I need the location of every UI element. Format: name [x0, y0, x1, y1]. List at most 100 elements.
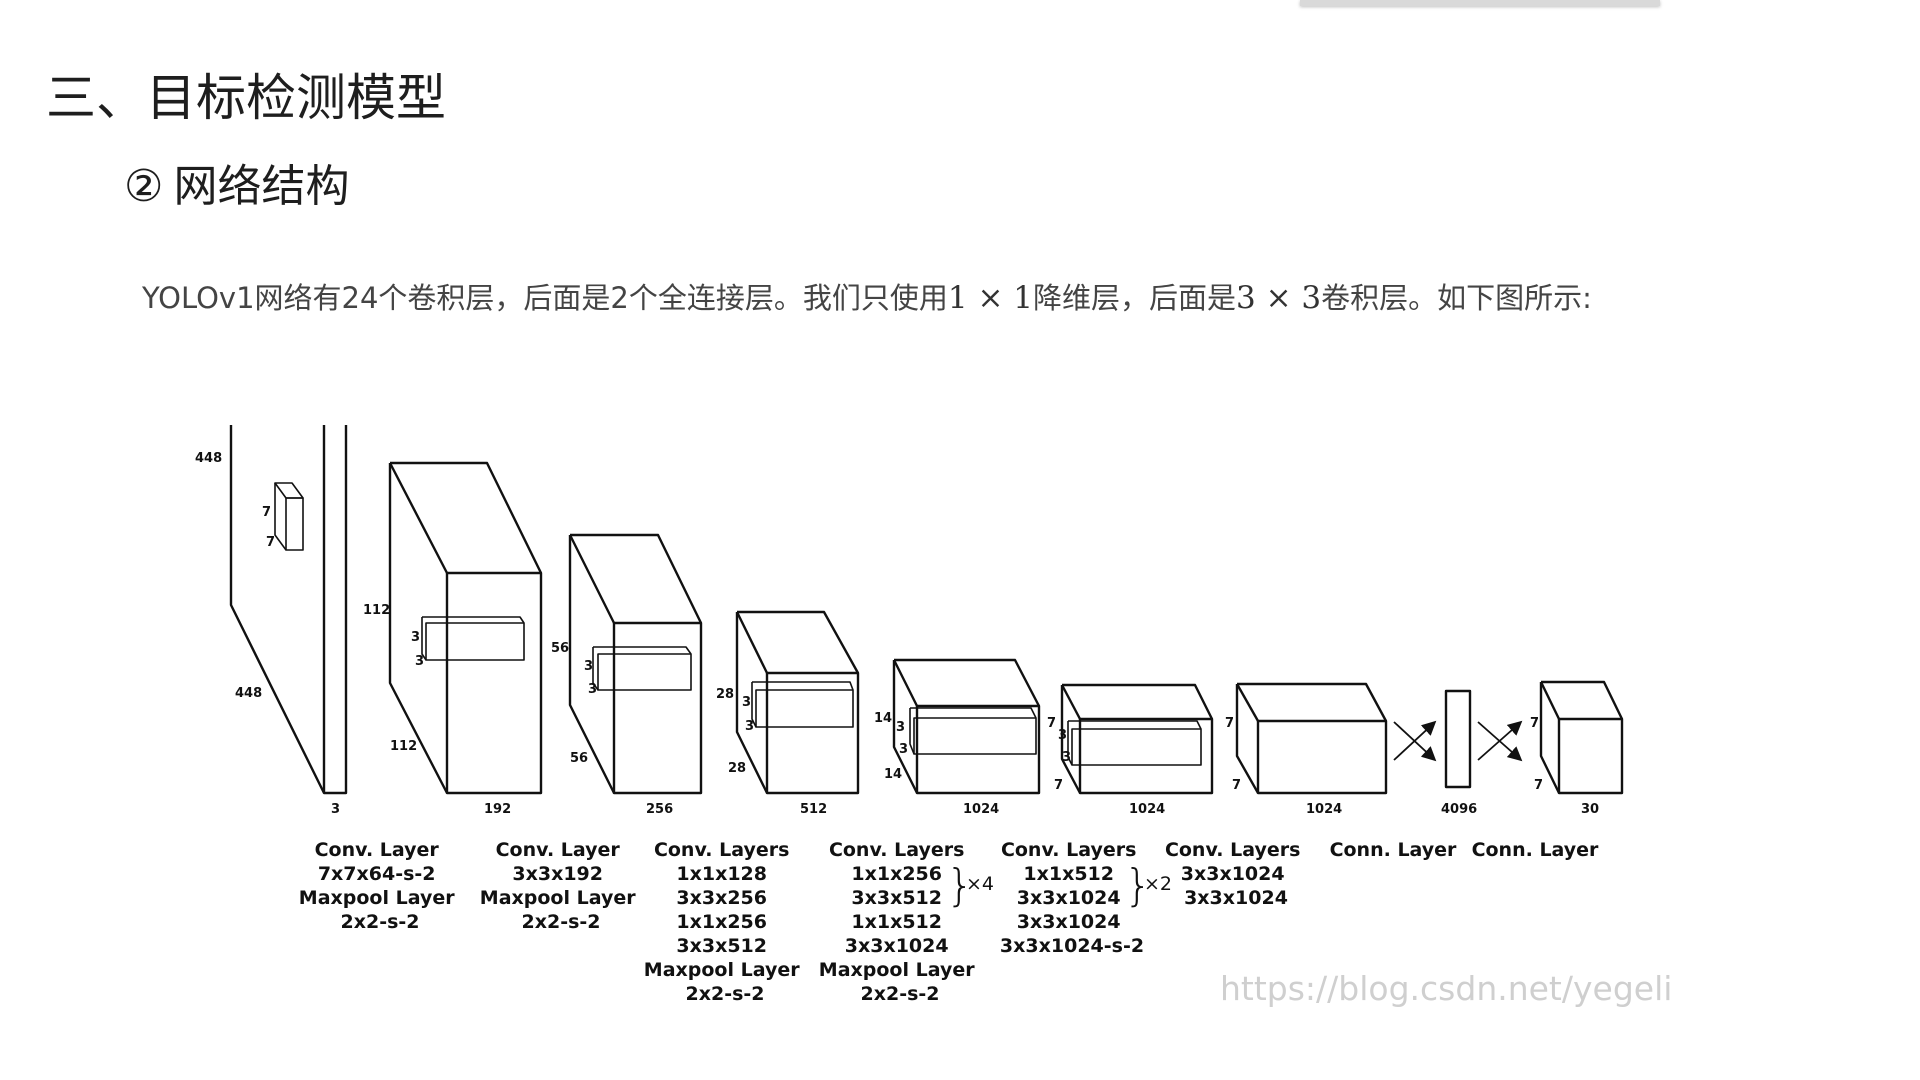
caption-3-line-7: 2x2-s-2 — [686, 983, 765, 1005]
block-6-width-label: 7 — [1232, 778, 1241, 793]
conv-block-3 — [735, 610, 860, 795]
page-title: 三、目标检测模型 — [46, 69, 446, 127]
layer-captions: Conv. Layer 7x7x64-s-2 Maxpool Layer 2x2… — [299, 839, 1599, 1005]
caption-1-line-3: Maxpool Layer — [299, 887, 455, 909]
conv-block-6 — [1235, 682, 1388, 795]
caption-1-line-4: 2x2-s-2 — [341, 911, 420, 933]
input-kernel — [274, 482, 304, 551]
caption-4-line-5: 3x3x1024 — [845, 935, 949, 957]
subtitle-number: ② — [124, 161, 164, 212]
block-1-kernel — [421, 616, 525, 661]
caption-6-line-1: Conv. Layers — [1165, 839, 1301, 861]
fc-depth-label: 4096 — [1441, 802, 1477, 817]
block-5-kernel — [1067, 720, 1202, 766]
caption-group-7: Conn. Layer — [1330, 839, 1457, 861]
caption-2-line-2: 3x3x192 — [512, 863, 603, 885]
block-2-height-label: 56 — [551, 641, 569, 656]
description-text-1: YOLOv1网络有24个卷积层，后面是2个全连接层。我们只使用 — [142, 281, 948, 315]
description-text-3: 卷积层。如下图所示: — [1321, 281, 1592, 315]
conv-block-2 — [568, 533, 703, 795]
block-4-height-label: 14 — [874, 711, 892, 726]
input-kernel-w-label: 7 — [266, 535, 275, 550]
output-block — [1539, 680, 1624, 795]
input-layer — [229, 425, 348, 795]
block-2-depth-label: 256 — [646, 802, 673, 817]
caption-4-line-2: 1x1x256 — [851, 863, 942, 885]
conv-block-5 — [1060, 683, 1214, 795]
block-2-kernel-w-label: 3 — [588, 682, 597, 697]
output-width-label: 7 — [1534, 778, 1543, 793]
block-5-kernel-w-label: 3 — [1062, 750, 1071, 765]
block-4-kernel — [909, 707, 1037, 755]
caption-group-1: Conv. Layer 7x7x64-s-2 Maxpool Layer 2x2… — [299, 839, 461, 933]
block-3-height-label: 28 — [716, 687, 734, 702]
repeat-markers: } ×4 } ×2 — [946, 860, 1172, 911]
caption-5-line-2: 1x1x512 — [1023, 863, 1114, 885]
subtitle-text: 网络结构 — [173, 161, 350, 212]
caption-3-line-1: Conv. Layers — [654, 839, 790, 861]
block-1-depth-label: 192 — [484, 802, 511, 817]
fc-layer — [1444, 689, 1472, 789]
block-5-width-label: 7 — [1054, 778, 1063, 793]
block-3-kernel-h-label: 3 — [742, 695, 751, 710]
caption-4-line-6: Maxpool Layer — [819, 959, 975, 981]
caption-8-line-1: Conn. Layer — [1472, 839, 1599, 861]
description-text-2: 降维层，后面是 — [1033, 281, 1237, 315]
caption-2-line-4: 2x2-s-2 — [522, 911, 601, 933]
input-kernel-h-label: 7 — [262, 505, 271, 520]
block-3-width-label: 28 — [728, 761, 746, 776]
caption-group-4: Conv. Layers 1x1x256 3x3x512 1x1x512 3x3… — [819, 839, 981, 1005]
caption-group-2: Conv. Layer 3x3x192 Maxpool Layer 2x2-s-… — [480, 839, 642, 933]
caption-1-line-1: Conv. Layer — [315, 839, 440, 861]
block-5-depth-label: 1024 — [1129, 802, 1165, 817]
block-1-kernel-h-label: 3 — [411, 630, 420, 645]
caption-6-line-2: 3x3x1024 — [1181, 863, 1285, 885]
caption-group-3: Conv. Layers 1x1x128 3x3x256 1x1x256 3x3… — [644, 839, 806, 1005]
output-height-label: 7 — [1530, 716, 1539, 731]
top-scroll-bar — [1300, 0, 1660, 6]
input-width-label: 448 — [235, 686, 262, 701]
multiplier-group-5: ×2 — [1144, 873, 1172, 895]
caption-5-line-5: 3x3x1024-s-2 — [1000, 935, 1144, 957]
brace-group-4: } — [946, 860, 974, 911]
block-4-kernel-h-label: 3 — [896, 720, 905, 735]
caption-2-line-1: Conv. Layer — [496, 839, 621, 861]
caption-2-line-3: Maxpool Layer — [480, 887, 636, 909]
block-2-kernel-h-label: 3 — [584, 659, 593, 674]
input-depth-label: 3 — [331, 802, 340, 817]
block-6-height-label: 7 — [1225, 716, 1234, 731]
fc-connection-arrows-1 — [1393, 720, 1437, 762]
caption-1-line-2: 7x7x64-s-2 — [318, 863, 436, 885]
output-depth-label: 30 — [1581, 802, 1599, 817]
block-4-kernel-w-label: 3 — [899, 742, 908, 757]
brace-group-5: } — [1124, 860, 1152, 911]
caption-4-line-7: 2x2-s-2 — [861, 983, 940, 1005]
block-1-height-label: 112 — [363, 603, 390, 618]
block-1-kernel-w-label: 3 — [415, 654, 424, 669]
caption-5-line-1: Conv. Layers — [1001, 839, 1137, 861]
caption-6-line-3: 3x3x1024 — [1184, 887, 1288, 909]
dimension-labels: 448 448 3 7 7 112 112 192 3 3 56 56 256 … — [195, 451, 1599, 817]
block-4-depth-label: 1024 — [963, 802, 999, 817]
input-height-label: 448 — [195, 451, 222, 466]
caption-5-line-3: 3x3x1024 — [1017, 887, 1121, 909]
caption-3-line-5: 3x3x512 — [676, 935, 767, 957]
block-3-kernel-w-label: 3 — [745, 719, 754, 734]
caption-7-line-1: Conn. Layer — [1330, 839, 1457, 861]
conv-block-1 — [388, 461, 543, 795]
description-math-2: 3 × 3 — [1236, 280, 1322, 316]
watermark-text: https://blog.csdn.net/yegeli — [1220, 969, 1672, 1008]
conv-block-4 — [892, 658, 1041, 795]
caption-4-line-4: 1x1x512 — [851, 911, 942, 933]
caption-3-line-3: 3x3x256 — [676, 887, 767, 909]
caption-group-8: Conn. Layer — [1472, 839, 1599, 861]
block-6-depth-label: 1024 — [1306, 802, 1342, 817]
caption-3-line-2: 1x1x128 — [676, 863, 767, 885]
block-5-kernel-h-label: 3 — [1058, 728, 1067, 743]
block-2-kernel — [592, 646, 692, 691]
block-3-kernel — [751, 681, 854, 728]
description-paragraph: YOLOv1网络有24个卷积层，后面是2个全连接层。我们只使用1 × 1降维层，… — [142, 278, 1592, 318]
multiplier-group-4: ×4 — [966, 873, 994, 895]
block-2-width-label: 56 — [570, 751, 588, 766]
